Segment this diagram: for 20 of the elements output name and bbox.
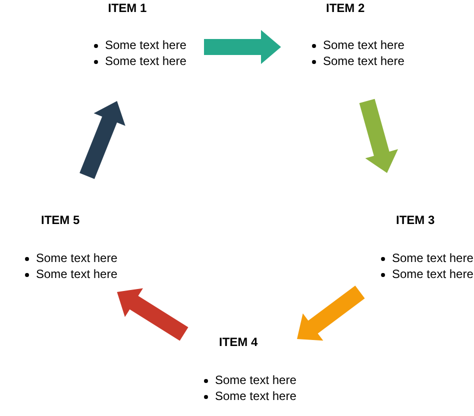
bullet-text: Some text here [92, 38, 186, 53]
block-arrow [359, 98, 398, 173]
block-arrow [297, 286, 365, 341]
block-arrow [117, 288, 188, 341]
bullet-text: Some text here [23, 267, 118, 282]
bullet-text: Some text here [23, 251, 118, 266]
item-heading: ITEM 5 [41, 213, 80, 227]
block-arrow [80, 101, 126, 179]
bullet-text: Some text here [202, 389, 296, 404]
item-heading: ITEM 2 [326, 1, 365, 15]
bullet-text: Some text here [310, 38, 404, 53]
bullet-text: Some text here [202, 373, 296, 388]
block-arrow [204, 30, 281, 64]
bullet-text: Some text here [379, 251, 474, 266]
bullet-text: Some text here [379, 267, 474, 282]
bullet-text: Some text here [310, 54, 404, 69]
item-heading: ITEM 4 [219, 335, 258, 349]
item-heading: ITEM 1 [108, 1, 147, 15]
item-heading: ITEM 3 [396, 213, 435, 227]
bullet-text: Some text here [92, 54, 186, 69]
